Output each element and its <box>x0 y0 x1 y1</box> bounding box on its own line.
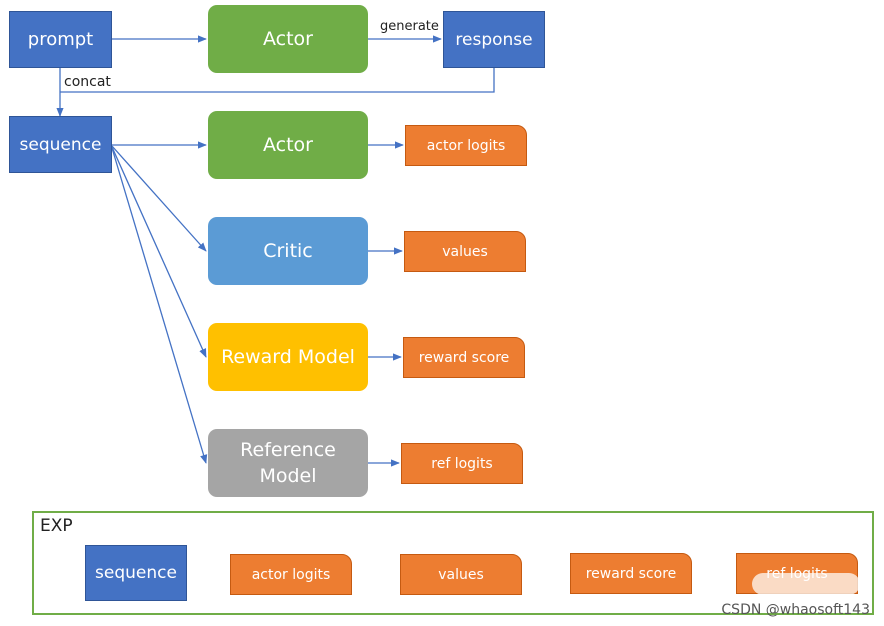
sequence-box: sequence <box>9 116 112 173</box>
critic-box: Critic <box>208 217 368 285</box>
exp-reward-score-box: reward score <box>570 553 692 594</box>
concat-return-line <box>60 68 495 93</box>
arrow-sequence-to-reference-model <box>111 147 208 464</box>
arrow-sequence-to-reward-model <box>111 146 207 358</box>
exp-title: EXP <box>40 516 73 536</box>
actor-logits-box: actor logits <box>405 125 527 166</box>
concat-label: concat <box>64 74 111 90</box>
ref-logits-box: ref logits <box>401 443 523 484</box>
prompt-box: prompt <box>9 11 112 68</box>
actor-box: Actor <box>208 111 368 179</box>
reward-score-box: reward score <box>403 337 525 378</box>
reward-model-box: Reward Model <box>208 323 368 391</box>
arrow-sequence-to-critic <box>111 145 207 252</box>
generate-label: generate <box>380 19 439 34</box>
values-box: values <box>404 231 526 272</box>
exp-values-box: values <box>400 554 522 595</box>
reference-model-box: Reference Model <box>208 429 368 497</box>
exp-sequence-box: sequence <box>85 545 187 601</box>
watermark: CSDN @whaosoft143 <box>721 602 870 618</box>
actor-generate-box: Actor <box>208 5 368 73</box>
reference-model-line2: Model <box>259 465 317 487</box>
reference-model-line1: Reference <box>240 439 336 461</box>
watermark-blur-patch <box>752 573 860 595</box>
exp-actor-logits-box: actor logits <box>230 554 352 595</box>
response-box: response <box>443 11 545 68</box>
